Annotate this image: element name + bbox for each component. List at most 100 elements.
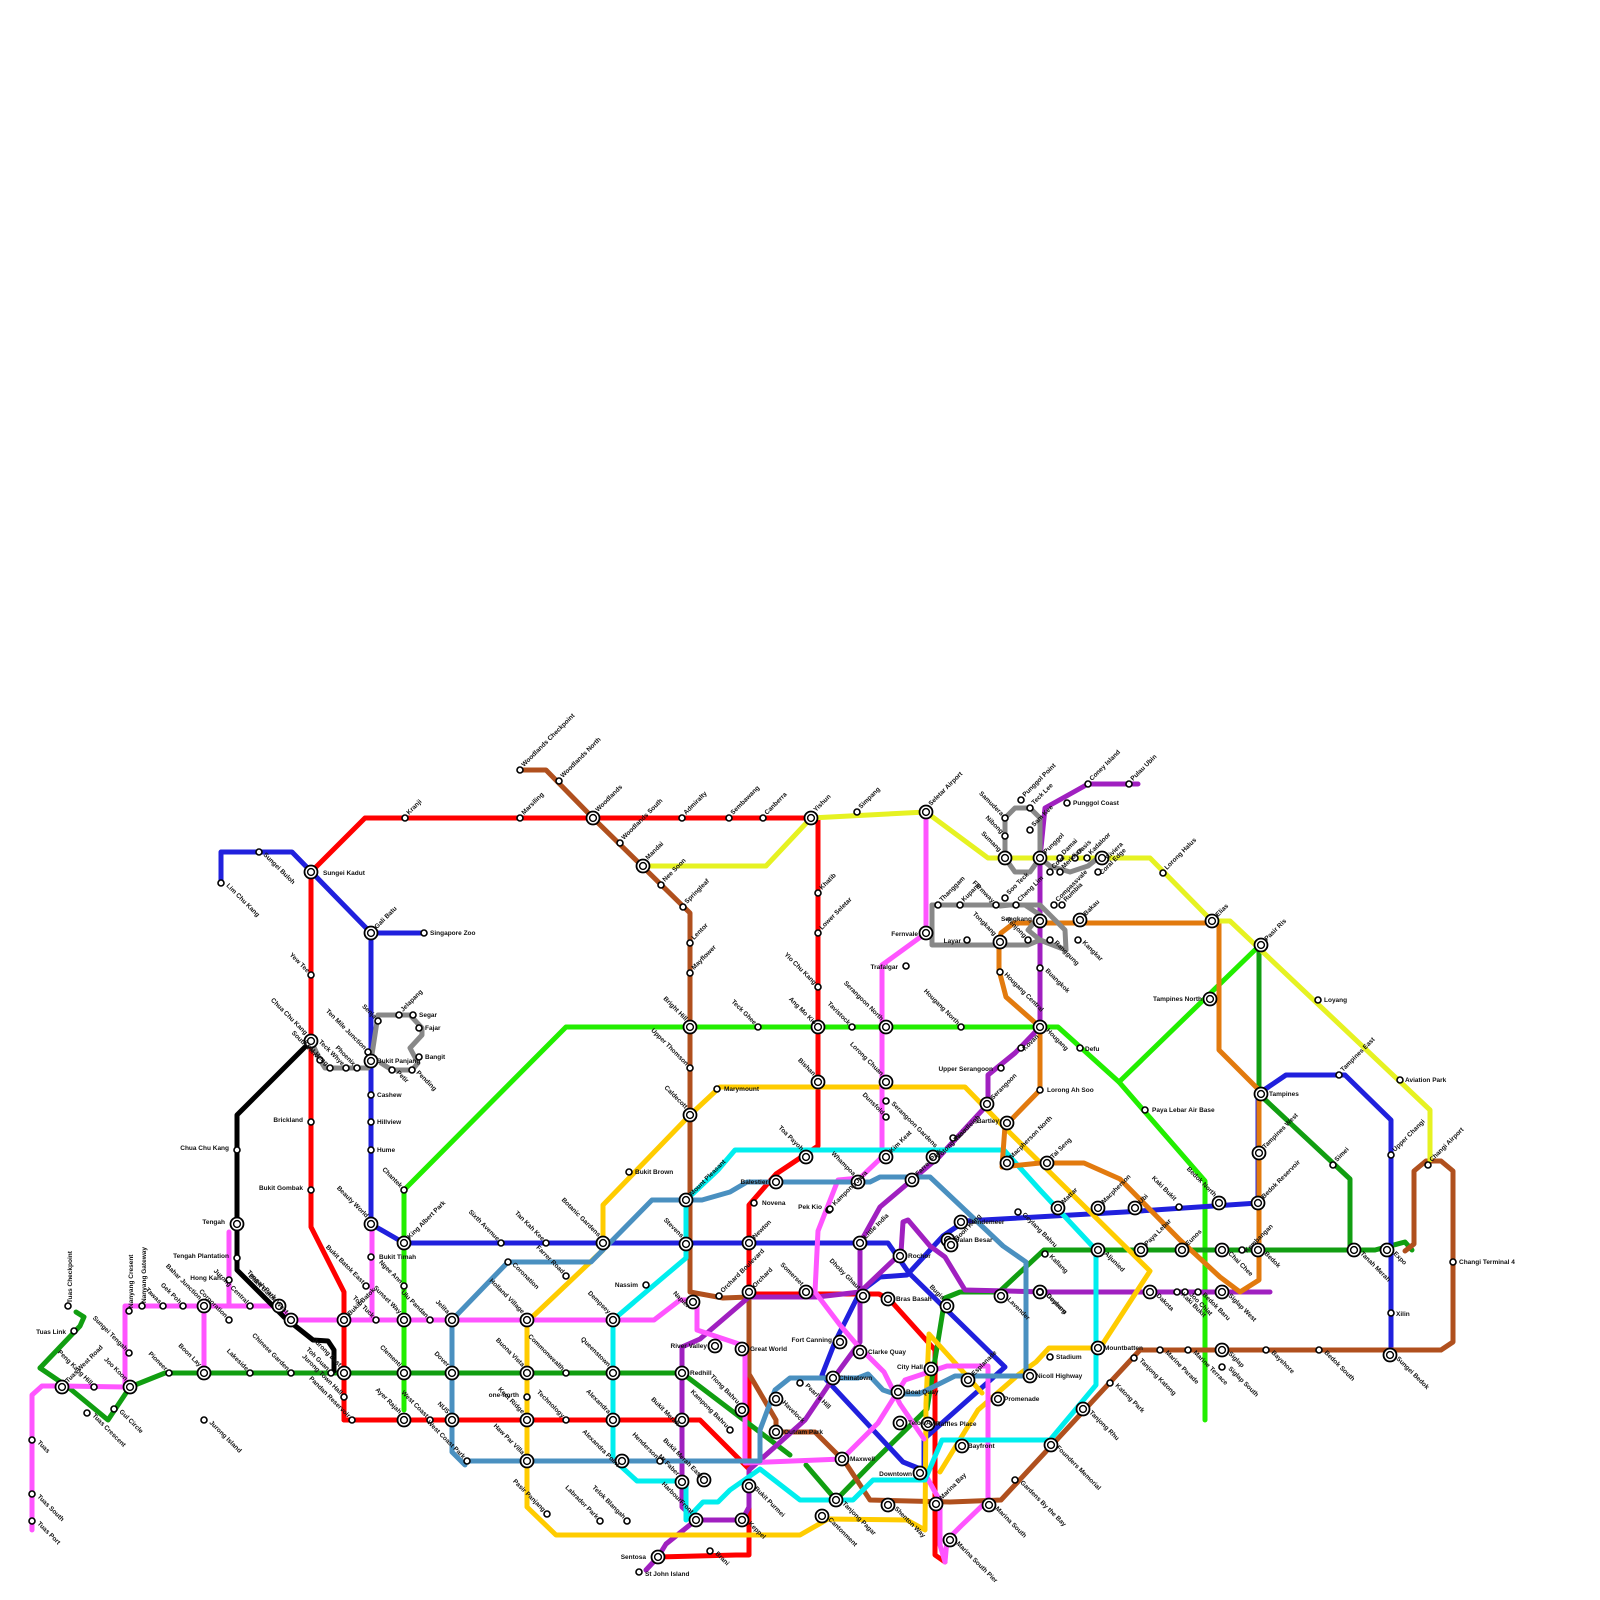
station-marker[interactable] bbox=[1174, 1289, 1180, 1295]
station-marker[interactable] bbox=[636, 1569, 642, 1575]
station-marker[interactable] bbox=[1092, 1342, 1105, 1355]
station-marker[interactable] bbox=[341, 1394, 347, 1400]
station-marker[interactable] bbox=[29, 1491, 35, 1497]
station-marker[interactable] bbox=[1316, 1347, 1322, 1353]
station-marker[interactable] bbox=[1047, 937, 1053, 943]
station-marker[interactable] bbox=[993, 902, 999, 908]
station-marker[interactable] bbox=[1263, 1347, 1269, 1353]
station-marker[interactable] bbox=[1037, 1289, 1043, 1295]
station-marker[interactable] bbox=[247, 1303, 253, 1309]
station-marker[interactable] bbox=[1425, 1162, 1431, 1168]
station-marker[interactable] bbox=[84, 1410, 90, 1416]
station-marker[interactable] bbox=[338, 1367, 351, 1380]
station-marker[interactable] bbox=[354, 1065, 360, 1071]
station-marker[interactable] bbox=[894, 1250, 907, 1263]
station-marker[interactable] bbox=[1027, 805, 1033, 811]
station-marker[interactable] bbox=[607, 1314, 620, 1327]
station-marker[interactable] bbox=[770, 1426, 783, 1439]
station-marker[interactable] bbox=[166, 1370, 172, 1376]
station-marker[interactable] bbox=[256, 849, 262, 855]
station-marker[interactable] bbox=[521, 1455, 534, 1468]
station-marker[interactable] bbox=[892, 1386, 905, 1399]
station-marker[interactable] bbox=[368, 1092, 374, 1098]
station-marker[interactable] bbox=[1084, 855, 1090, 861]
station-marker[interactable] bbox=[956, 1440, 969, 1453]
station-marker[interactable] bbox=[597, 1237, 610, 1250]
station-marker[interactable] bbox=[920, 806, 933, 819]
station-marker[interactable] bbox=[563, 1370, 569, 1376]
station-marker[interactable] bbox=[91, 1384, 97, 1390]
station-marker[interactable] bbox=[690, 1514, 703, 1527]
station-marker[interactable] bbox=[111, 1406, 117, 1412]
station-marker[interactable] bbox=[707, 1548, 713, 1554]
station-marker[interactable] bbox=[368, 1147, 374, 1153]
station-marker[interactable] bbox=[1077, 1045, 1083, 1051]
station-marker[interactable] bbox=[305, 866, 318, 879]
station-marker[interactable] bbox=[597, 1518, 603, 1524]
station-marker[interactable] bbox=[247, 1370, 253, 1376]
station-marker[interactable] bbox=[1315, 997, 1321, 1003]
station-marker[interactable] bbox=[543, 1240, 549, 1246]
station-marker[interactable] bbox=[770, 1176, 783, 1189]
station-marker[interactable] bbox=[446, 1367, 459, 1380]
station-marker[interactable] bbox=[687, 1065, 693, 1071]
station-marker[interactable] bbox=[1015, 1209, 1021, 1215]
station-marker[interactable] bbox=[755, 1024, 761, 1030]
station-marker[interactable] bbox=[368, 1119, 374, 1125]
station-marker[interactable] bbox=[834, 1336, 847, 1349]
station-marker[interactable] bbox=[1397, 1077, 1403, 1083]
station-marker[interactable] bbox=[1213, 1197, 1226, 1210]
station-marker[interactable] bbox=[815, 930, 821, 936]
station-marker[interactable] bbox=[556, 778, 562, 784]
station-marker[interactable] bbox=[1025, 937, 1031, 943]
station-marker[interactable] bbox=[373, 1317, 379, 1323]
station-marker[interactable] bbox=[880, 1076, 893, 1089]
station-marker[interactable] bbox=[805, 812, 818, 825]
station-marker[interactable] bbox=[797, 1380, 803, 1386]
station-marker[interactable] bbox=[857, 1290, 870, 1303]
station-marker[interactable] bbox=[198, 1367, 211, 1380]
station-marker[interactable] bbox=[1047, 869, 1053, 875]
station-marker[interactable] bbox=[1204, 993, 1217, 1006]
station-marker[interactable] bbox=[328, 1370, 334, 1376]
station-marker[interactable] bbox=[521, 1367, 534, 1380]
station-marker[interactable] bbox=[1075, 937, 1081, 943]
station-marker[interactable] bbox=[1042, 1251, 1048, 1257]
station-marker[interactable] bbox=[914, 1467, 927, 1480]
station-marker[interactable] bbox=[563, 1417, 569, 1423]
station-marker[interactable] bbox=[880, 1021, 893, 1034]
station-marker[interactable] bbox=[505, 1259, 511, 1265]
station-marker[interactable] bbox=[1131, 1355, 1137, 1361]
station-marker[interactable] bbox=[365, 1218, 378, 1231]
station-marker[interactable] bbox=[680, 904, 686, 910]
station-marker[interactable] bbox=[375, 1018, 381, 1024]
station-marker[interactable] bbox=[363, 1283, 369, 1289]
station-marker[interactable] bbox=[726, 815, 732, 821]
station-marker[interactable] bbox=[849, 1024, 855, 1030]
station-marker[interactable] bbox=[124, 1381, 137, 1394]
station-marker[interactable] bbox=[714, 1086, 720, 1092]
station-marker[interactable] bbox=[679, 815, 685, 821]
station-marker[interactable] bbox=[446, 1314, 459, 1327]
station-marker[interactable] bbox=[1002, 815, 1008, 821]
station-marker[interactable] bbox=[234, 1255, 240, 1261]
station-marker[interactable] bbox=[427, 1317, 433, 1323]
station-marker[interactable] bbox=[998, 1065, 1004, 1071]
station-marker[interactable] bbox=[643, 1282, 649, 1288]
station-marker[interactable] bbox=[827, 1206, 833, 1212]
station-marker[interactable] bbox=[401, 1187, 407, 1193]
station-marker[interactable] bbox=[684, 1021, 697, 1034]
station-marker[interactable] bbox=[1388, 1310, 1394, 1316]
station-marker[interactable] bbox=[409, 1067, 415, 1073]
station-marker[interactable] bbox=[727, 1427, 733, 1433]
station-marker[interactable] bbox=[1085, 781, 1091, 787]
station-marker[interactable] bbox=[1037, 1087, 1043, 1093]
station-marker[interactable] bbox=[676, 1476, 689, 1489]
station-marker[interactable] bbox=[288, 1370, 294, 1376]
station-marker[interactable] bbox=[1176, 1204, 1182, 1210]
station-marker[interactable] bbox=[416, 1025, 422, 1031]
station-marker[interactable] bbox=[234, 1147, 240, 1153]
station-marker[interactable] bbox=[402, 815, 408, 821]
station-marker[interactable] bbox=[1024, 1370, 1037, 1383]
station-marker[interactable] bbox=[1057, 869, 1063, 875]
